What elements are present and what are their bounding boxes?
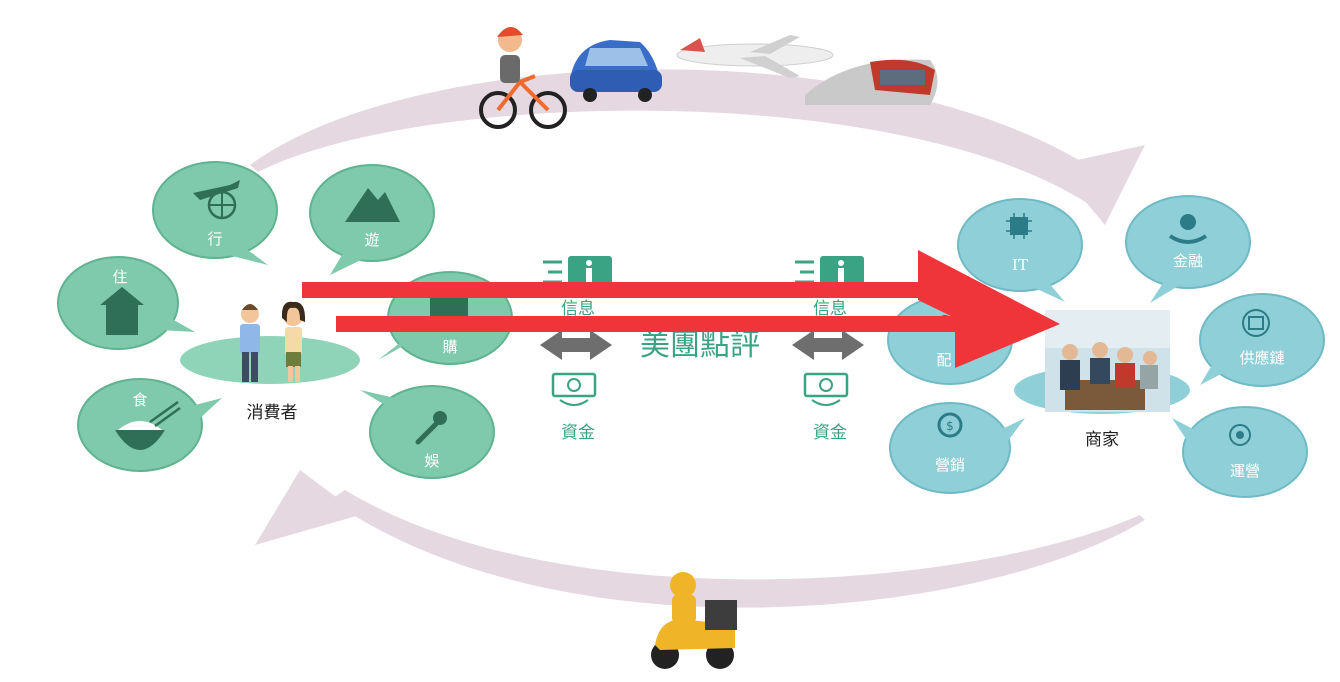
cash-icon [805,374,847,405]
bubble-marketing-label: 營銷 [935,456,965,474]
bubble-supply-label: 供應鏈 [1239,349,1284,367]
bubble-ops-label: 運營 [1230,462,1260,480]
cycle-arrow-bottom [330,490,1145,608]
center-title: 美團點評 [640,328,760,363]
train-icon [805,59,938,105]
consumer-label: 消費者 [247,403,298,423]
bubble-zhu-label: 住 [112,268,127,286]
bubble-zhu[interactable]: 住 [58,257,195,349]
restaurant-photo [1045,310,1170,412]
bubble-marketing[interactable]: $ 營銷 [890,403,1025,493]
merchant-label: 商家 [1085,430,1119,450]
bubble-yu[interactable]: 娛 [360,386,494,478]
bubble-xing-label: 行 [207,230,222,248]
double-arrow-icon [540,330,612,360]
bubble-ops[interactable]: 運營 [1172,407,1307,497]
red-arrow-shaft-top [302,282,922,298]
bubble-supply[interactable]: 供應鏈 [1200,294,1324,386]
bubble-gou-label: 購 [442,338,457,356]
bubble-shi[interactable]: 食 [78,379,222,471]
red-arrow-shaft-bottom [336,316,956,332]
flow-right-funds-label: 資金 [813,423,847,443]
flow-left-funds-label: 資金 [561,423,595,443]
bubble-shi-label: 食 [132,391,147,409]
double-arrow-icon [792,330,864,360]
bubble-you-label: 遊 [364,231,379,249]
bubble-pei-label: 配 [936,351,951,369]
bubble-xing[interactable]: 行 [153,162,277,265]
cash-icon [553,374,595,405]
bubble-you[interactable]: 遊 [310,165,434,275]
bubble-it-label: IT [1012,256,1028,274]
bubble-yu-label: 娛 [424,452,439,470]
cycle-arrowhead-bottom [255,470,360,545]
bubble-finance[interactable]: 金融 [1126,196,1250,303]
bubble-finance-label: 金融 [1173,252,1203,270]
svg-text:$: $ [946,419,954,433]
